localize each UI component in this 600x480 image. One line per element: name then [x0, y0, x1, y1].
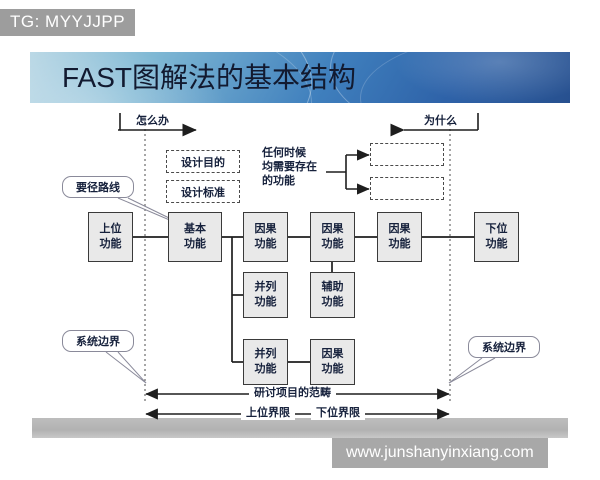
dashed-box-right-bottom: [370, 177, 444, 200]
dashed-box-design-standard: 设计标准: [166, 180, 240, 203]
box-label-line2: 功能: [321, 296, 344, 308]
callout-system-boundary-right: 系统边界: [468, 336, 540, 358]
box-causal-function-4[interactable]: 因果 功能: [310, 339, 355, 385]
banner-swoosh-decoration: [330, 52, 570, 103]
box-label-line1: 并列: [254, 281, 277, 293]
note-line-1: 任何时候: [262, 147, 306, 159]
box-label-line1: 上位: [99, 223, 122, 235]
how-label: 怎么办: [136, 115, 169, 127]
system-boundary-left-leader-b: [117, 351, 147, 384]
note-line-3: 的功能: [262, 175, 295, 187]
dashed-box-right-top: [370, 143, 444, 166]
box-label-line2: 功能: [321, 363, 344, 375]
note-line-2: 均需要存在: [262, 161, 317, 173]
why-label: 为什么: [424, 115, 457, 127]
box-label-line1: 下位: [485, 223, 508, 235]
footer-band: [32, 418, 568, 438]
upper-limit-label: 上位界限: [241, 406, 295, 420]
box-basic-function[interactable]: 基本 功能: [168, 212, 222, 262]
box-label-line1: 基本: [184, 223, 206, 235]
system-boundary-right-leader-a: [448, 357, 483, 384]
box-lower-function[interactable]: 下位 功能: [474, 212, 519, 262]
box-label-line2: 功能: [99, 238, 122, 250]
box-label-line1: 因果: [321, 348, 344, 360]
system-boundary-right-leader-b: [448, 357, 496, 384]
box-auxiliary-function[interactable]: 辅助 功能: [310, 272, 355, 318]
system-boundary-left-leader-a: [105, 351, 147, 384]
bottom-watermark: www.junshanyinxiang.com: [332, 438, 548, 469]
box-upper-function[interactable]: 上位 功能: [88, 212, 133, 262]
title-banner: FAST图解法的基本结构: [30, 52, 570, 103]
box-causal-function-2[interactable]: 因果 功能: [310, 212, 355, 262]
box-parallel-function-2[interactable]: 并列 功能: [243, 339, 288, 385]
top-watermark: TG: MYYJJPP: [0, 9, 136, 36]
box-label-line1: 因果: [254, 223, 277, 235]
callout-system-boundary-left: 系统边界: [62, 330, 134, 352]
box-label-line1: 因果: [321, 223, 344, 235]
box-label-line2: 功能: [485, 238, 508, 250]
box-parallel-function-1[interactable]: 并列 功能: [243, 272, 288, 318]
dashed-box-design-purpose: 设计目的: [166, 150, 240, 173]
box-label-line2: 功能: [321, 238, 344, 250]
callout-critical-path: 要径路线: [62, 176, 134, 198]
box-label-line1: 因果: [388, 223, 411, 235]
page-title: FAST图解法的基本结构: [62, 62, 357, 93]
box-causal-function-3[interactable]: 因果 功能: [377, 212, 422, 262]
lower-limit-label: 下位界限: [311, 406, 365, 420]
box-label-line1: 辅助: [321, 281, 344, 293]
project-scope-label: 研讨项目的范畴: [249, 386, 336, 400]
box-label-line2: 功能: [184, 238, 206, 250]
box-label-line2: 功能: [388, 238, 411, 250]
box-label-line2: 功能: [254, 238, 277, 250]
how-arrow-bracket: [118, 113, 121, 131]
banner-swoosh-decoration: [30, 52, 312, 103]
box-causal-function-1[interactable]: 因果 功能: [243, 212, 288, 262]
box-label-line2: 功能: [254, 363, 277, 375]
box-label-line2: 功能: [254, 296, 277, 308]
box-label-line1: 并列: [254, 348, 277, 360]
always-needed-note: 任何时候 均需要存在 的功能: [262, 146, 330, 188]
